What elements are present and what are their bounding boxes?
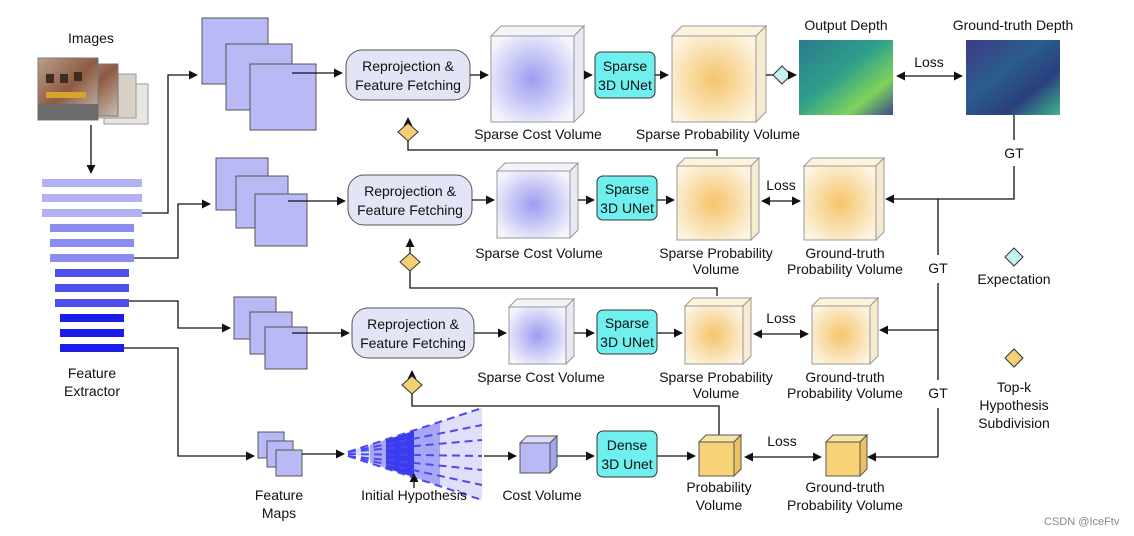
legend-topk-label-2: Hypothesis bbox=[979, 397, 1048, 413]
loss-label-row1: Loss bbox=[914, 54, 944, 70]
loss-label-row2: Loss bbox=[766, 177, 796, 193]
sparse-probability-volume-row2 bbox=[675, 156, 761, 242]
sparse-probability-volume-label-row2-2: Volume bbox=[693, 261, 740, 277]
sparse-cost-volume-label-row1: Sparse Cost Volume bbox=[474, 126, 602, 142]
topk-diamond-row3 bbox=[401, 375, 423, 395]
svg-text:Reprojection &: Reprojection & bbox=[364, 183, 456, 199]
topk-diamond-row1 bbox=[397, 122, 419, 142]
probability-volume-label-1: Probability bbox=[686, 479, 751, 495]
sparse-probability-volume-label-row2-1: Sparse Probability bbox=[659, 245, 773, 261]
gt-label-top: GT bbox=[1004, 145, 1024, 161]
sparse-unet-box-row3: Sparse 3D UNet bbox=[596, 309, 658, 355]
sparse-unet-box-row2: Sparse 3D UNet bbox=[596, 175, 658, 221]
svg-text:Reprojection &: Reprojection & bbox=[362, 58, 454, 74]
gt-label-low: GT bbox=[928, 385, 948, 401]
gt-depth-label: Ground-truth Depth bbox=[953, 17, 1074, 33]
loss-label-row3: Loss bbox=[766, 310, 796, 326]
legend-topk-label-3: Subdivision bbox=[978, 415, 1050, 431]
svg-text:Dense: Dense bbox=[607, 437, 648, 453]
gt-probability-volume-row4 bbox=[824, 433, 869, 478]
cost-volume bbox=[518, 434, 559, 475]
gt-probability-volume-label-row2-1: Ground-truth bbox=[805, 245, 884, 261]
svg-text:Sparse: Sparse bbox=[605, 315, 650, 331]
sparse-cost-volume-row1 bbox=[489, 24, 586, 124]
gt-probability-volume-label-row3-1: Ground-truth bbox=[805, 369, 884, 385]
feature-maps-row4 bbox=[257, 431, 303, 477]
sparse-probability-volume-row1 bbox=[670, 24, 768, 124]
feature-maps-label-2: Maps bbox=[262, 505, 296, 521]
svg-text:3D UNet: 3D UNet bbox=[600, 200, 654, 216]
dense-unet-box: Dense 3D Unet bbox=[596, 430, 658, 478]
sparse-cost-volume-label-row3: Sparse Cost Volume bbox=[477, 369, 605, 385]
sparse-unet-box-row1: Sparse 3D UNet bbox=[594, 51, 656, 99]
feature-extractor bbox=[42, 179, 142, 352]
sparse-cost-volume-label-row2: Sparse Cost Volume bbox=[475, 245, 603, 261]
input-images bbox=[37, 57, 149, 125]
legend-topk-label-1: Top-k bbox=[997, 379, 1032, 395]
initial-hypothesis-frustum bbox=[347, 407, 483, 501]
feature-extractor-label-2: Extractor bbox=[64, 383, 120, 399]
feature-maps-label-1: Feature bbox=[255, 487, 303, 503]
cost-volume-label: Cost Volume bbox=[502, 487, 582, 503]
svg-text:Feature Fetching: Feature Fetching bbox=[355, 77, 461, 93]
gt-probability-volume-label-row3-2: Probability Volume bbox=[787, 385, 903, 401]
feature-maps-row2 bbox=[215, 157, 308, 247]
gt-probability-volume-row2 bbox=[802, 156, 886, 242]
topk-diamond-row2 bbox=[399, 252, 421, 272]
legend-expectation-diamond bbox=[1004, 247, 1024, 267]
probability-volume bbox=[697, 433, 743, 478]
svg-text:Feature Fetching: Feature Fetching bbox=[360, 335, 466, 351]
sparse-probability-volume-row3 bbox=[683, 296, 753, 366]
svg-text:Sparse: Sparse bbox=[605, 181, 650, 197]
sparse-probability-volume-label-row3-2: Volume bbox=[693, 385, 740, 401]
probability-volume-label-2: Volume bbox=[696, 497, 743, 513]
gt-probability-volume-row3 bbox=[810, 296, 880, 366]
output-depth-image bbox=[799, 40, 893, 115]
feature-extractor-label-1: Feature bbox=[68, 365, 116, 381]
sparse-probability-volume-label-row1: Sparse Probability Volume bbox=[636, 126, 800, 142]
gt-probability-volume-label-row2-2: Probability Volume bbox=[787, 261, 903, 277]
sparse-cost-volume-row3 bbox=[507, 297, 576, 366]
gt-probability-volume-label-row4-2: Probability Volume bbox=[787, 497, 903, 513]
reprojection-box-row2: Reprojection & Feature Fetching bbox=[347, 174, 473, 226]
gt-depth-image bbox=[966, 40, 1060, 115]
svg-text:Feature Fetching: Feature Fetching bbox=[357, 202, 463, 218]
svg-text:Sparse: Sparse bbox=[603, 58, 648, 74]
svg-text:3D Unet: 3D Unet bbox=[601, 456, 652, 472]
legend-topk-diamond bbox=[1004, 348, 1024, 368]
svg-text:Reprojection &: Reprojection & bbox=[367, 316, 459, 332]
expectation-diamond-row1 bbox=[772, 65, 792, 85]
reprojection-box-row1: Reprojection & Feature Fetching bbox=[345, 49, 471, 101]
sparse-cost-volume-row2 bbox=[495, 161, 580, 240]
feature-maps-row1 bbox=[201, 17, 317, 131]
watermark: CSDN @IceFtv bbox=[1044, 516, 1120, 528]
images-label: Images bbox=[68, 30, 114, 46]
feature-maps-row3 bbox=[233, 296, 308, 370]
svg-text:3D UNet: 3D UNet bbox=[600, 334, 654, 350]
initial-hypothesis-label: Initial Hypothesis bbox=[361, 487, 467, 503]
svg-text:3D UNet: 3D UNet bbox=[598, 77, 652, 93]
reprojection-box-row3: Reprojection & Feature Fetching bbox=[351, 307, 475, 359]
loss-label-row4: Loss bbox=[767, 433, 797, 449]
gt-label-mid: GT bbox=[928, 260, 948, 276]
legend-expectation-label: Expectation bbox=[977, 271, 1050, 287]
gt-probability-volume-label-row4-1: Ground-truth bbox=[805, 479, 884, 495]
sparse-probability-volume-label-row3-1: Sparse Probability bbox=[659, 369, 773, 385]
output-depth-label: Output Depth bbox=[804, 17, 887, 33]
